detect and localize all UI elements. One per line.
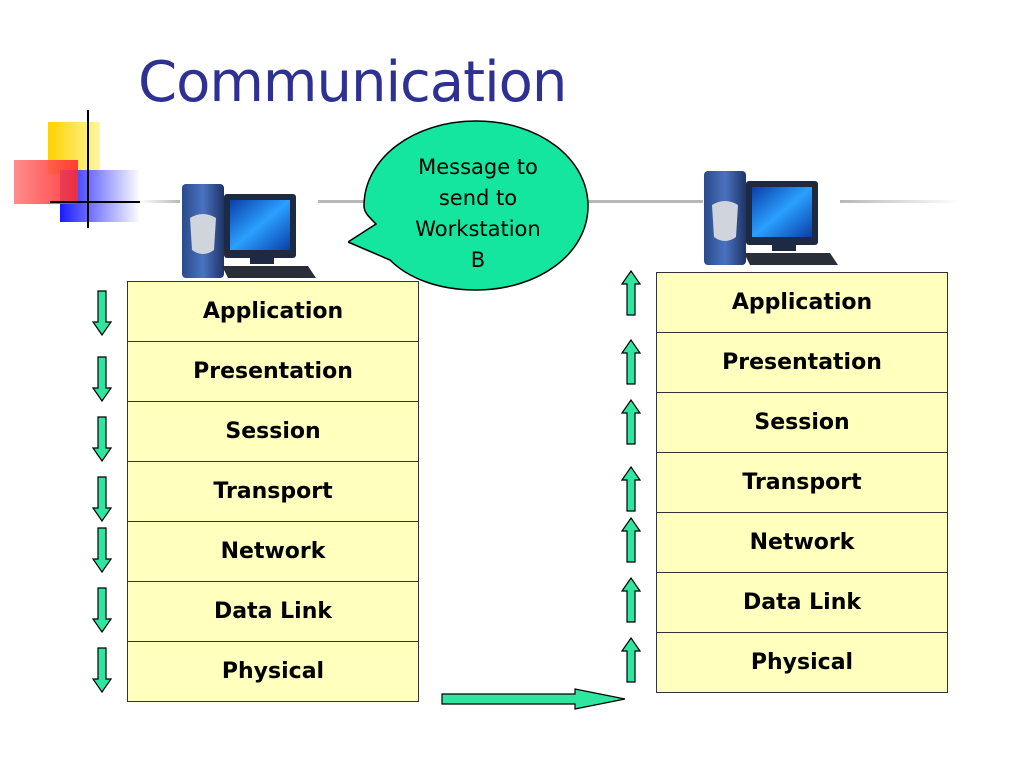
receiver-layer-data-link: Data Link — [657, 572, 947, 632]
arrow-up-icon — [621, 270, 641, 316]
arrow-up-icon — [621, 466, 641, 512]
arrow-down-icon — [92, 527, 112, 573]
arrow-up-icon — [621, 517, 641, 563]
receiver-layer-transport: Transport — [657, 452, 947, 512]
receiver-layer-presentation: Presentation — [657, 332, 947, 392]
sender-layer-session: Session — [128, 401, 418, 461]
sender-layer-transport: Transport — [128, 461, 418, 521]
arrow-up-icon — [621, 339, 641, 385]
arrow-down-icon — [92, 356, 112, 402]
bubble-line: send to — [438, 186, 518, 210]
sender-computer-icon — [178, 180, 318, 284]
receiver-osi-stack: Application Presentation Session Transpo… — [656, 272, 948, 693]
arrow-right-icon — [441, 688, 626, 710]
bubble-line: Message to — [418, 155, 538, 179]
message-bubble — [348, 120, 589, 291]
arrow-down-icon — [92, 416, 112, 462]
receiver-layer-application: Application — [657, 273, 947, 332]
divider-line-right — [840, 200, 960, 203]
sender-layer-network: Network — [128, 521, 418, 581]
receiver-layer-physical: Physical — [657, 632, 947, 692]
sender-layer-application: Application — [128, 282, 418, 341]
sender-layer-presentation: Presentation — [128, 341, 418, 401]
bubble-text: Message to send to Workstation B — [398, 152, 558, 276]
bubble-line: Workstation — [415, 217, 541, 241]
bubble-line: B — [470, 248, 486, 272]
arrow-down-icon — [92, 587, 112, 633]
arrow-up-icon — [621, 399, 641, 445]
divider-line-left — [140, 200, 180, 203]
arrow-down-icon — [92, 647, 112, 693]
receiver-layer-network: Network — [657, 512, 947, 572]
decorative-squares — [0, 110, 140, 230]
receiver-layer-session: Session — [657, 392, 947, 452]
page-title: Communication — [138, 50, 567, 115]
sender-layer-data-link: Data Link — [128, 581, 418, 641]
arrow-up-icon — [621, 637, 641, 683]
sender-osi-stack: Application Presentation Session Transpo… — [127, 281, 419, 702]
arrow-down-icon — [92, 290, 112, 336]
arrow-up-icon — [621, 577, 641, 623]
receiver-computer-icon — [700, 166, 840, 272]
sender-layer-physical: Physical — [128, 641, 418, 701]
arrow-down-icon — [92, 476, 112, 522]
